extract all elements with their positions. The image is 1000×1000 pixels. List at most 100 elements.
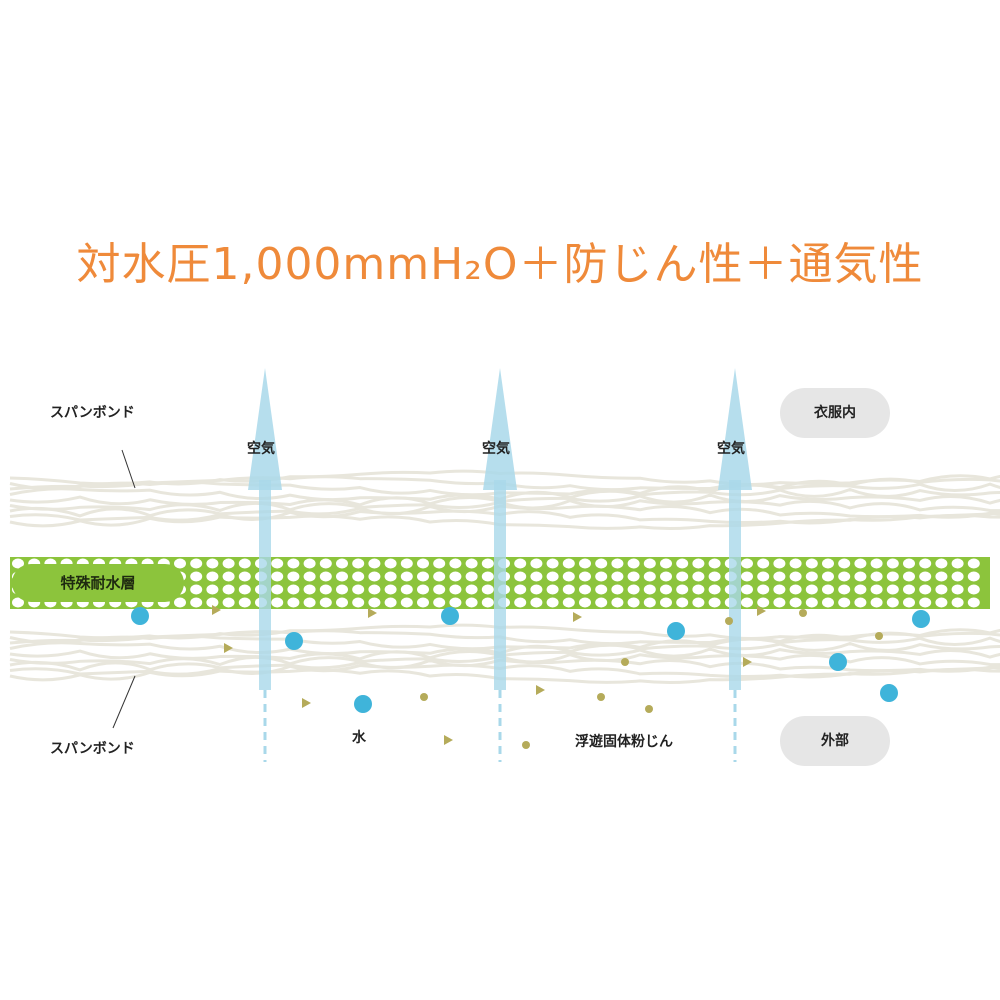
spunbond-top-label: スパンボンド [50,405,135,421]
mesh-hole [741,558,753,569]
mesh-hole [951,571,964,582]
mesh-hole [449,597,462,608]
mesh-hole [481,597,494,608]
mesh-hole [789,571,802,582]
mesh-hole [222,558,235,569]
mesh-hole [676,558,689,569]
mesh-hole [287,571,300,582]
mesh-hole [222,584,235,595]
mesh-hole [352,584,365,595]
water-droplet [285,632,303,650]
mesh-hole [514,597,527,608]
mesh-hole [903,597,915,608]
mesh-hole [708,584,721,595]
mesh-hole [336,597,348,608]
mesh-hole [967,558,980,569]
mesh-hole [384,558,397,569]
mesh-hole [595,558,608,569]
water-droplet [829,653,847,671]
mesh-hole [465,558,478,569]
dust-particle-triangle [743,657,752,667]
water-droplet [354,695,372,713]
mesh-hole [854,558,867,569]
mesh-hole [757,571,770,582]
mesh-hole [417,597,429,608]
mesh-hole [822,584,834,595]
mesh-hole [854,597,867,608]
mesh-hole [579,571,591,582]
water-droplet [880,684,898,702]
spunbond-bottom-label: スパンボンド [50,741,135,757]
mesh-hole [660,571,672,582]
mesh-hole [676,571,689,582]
mesh-hole [562,584,575,595]
mesh-hole [789,584,802,595]
mesh-hole [546,558,559,569]
mesh-hole [206,571,219,582]
mesh-hole [319,558,332,569]
mesh-hole [854,571,867,582]
mesh-hole [190,558,203,569]
mesh-hole [967,597,980,608]
mesh-hole [773,597,786,608]
fiber-strand [9,663,1000,679]
mesh-hole [206,584,219,595]
dust-particle [597,693,605,701]
dust-particle [875,632,883,640]
mesh-hole [368,597,381,608]
mesh-hole [757,558,770,569]
mesh-hole [481,571,494,582]
fiber-strand [9,509,1000,525]
inside-badge: 衣服内 [780,388,890,438]
mesh-hole [303,597,316,608]
dust-particle [645,705,653,713]
special-layer-label: 特殊耐水層 [12,564,184,602]
mesh-hole [805,584,818,595]
mesh-hole [352,597,365,608]
mesh-hole [919,558,932,569]
mesh-hole [190,597,203,608]
mesh-hole [417,558,429,569]
mesh-hole [319,597,332,608]
mesh-hole [951,558,964,569]
mesh-hole [611,571,624,582]
mesh-hole [773,584,786,595]
mesh-hole [854,584,867,595]
mesh-hole [190,571,203,582]
mesh-hole [773,558,786,569]
mesh-hole [660,597,672,608]
mesh-hole [741,571,753,582]
air-arrow-head [718,368,752,490]
mesh-hole [287,558,300,569]
mesh-hole [692,584,705,595]
mesh-hole [562,558,575,569]
mesh-hole [757,584,770,595]
mesh-hole [822,571,834,582]
mesh-hole [805,558,818,569]
dust-particle-triangle [224,643,233,653]
mesh-hole [903,584,915,595]
outside-badge: 外部 [780,716,890,766]
mesh-hole [562,571,575,582]
mesh-hole [886,597,899,608]
water-label: 水 [352,730,366,746]
dust-particle [725,617,733,625]
mesh-hole [174,597,186,608]
dust-particle [522,741,530,749]
mesh-hole [967,584,980,595]
mesh-hole [287,584,300,595]
mesh-hole [886,571,899,582]
mesh-hole [757,597,770,608]
mesh-hole [660,584,672,595]
mesh-hole [271,571,284,582]
leader-line-bottom [112,675,136,729]
mesh-hole [886,584,899,595]
mesh-hole [741,597,753,608]
mesh-hole [870,584,883,595]
mesh-hole [919,584,932,595]
mesh-hole [692,558,705,569]
mesh-hole [611,584,624,595]
mesh-hole [870,597,883,608]
mesh-hole [870,558,883,569]
mesh-hole [838,597,851,608]
